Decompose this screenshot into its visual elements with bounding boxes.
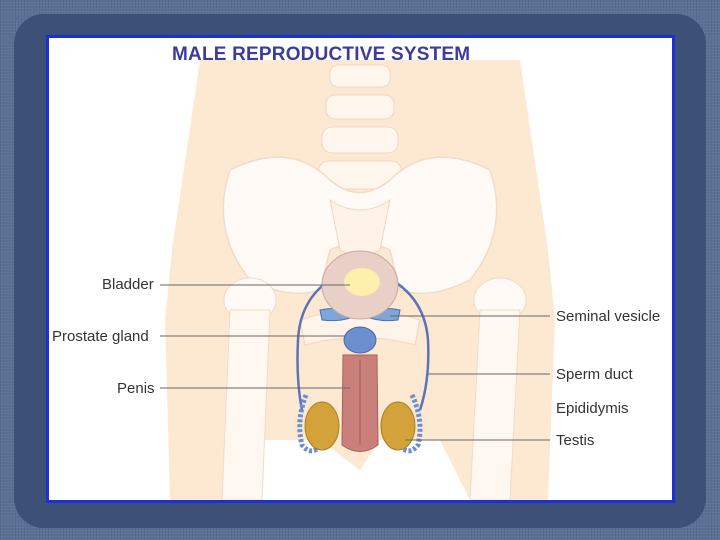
label-sperm-duct: Sperm duct bbox=[556, 366, 633, 383]
right-femur bbox=[469, 309, 521, 500]
label-penis: Penis bbox=[117, 380, 155, 397]
label-bladder: Bladder bbox=[102, 276, 154, 293]
label-testis: Testis bbox=[556, 432, 595, 449]
label-prostate-gland: Prostate gland bbox=[52, 328, 149, 345]
prostate-gland bbox=[343, 326, 377, 354]
left-femur bbox=[221, 309, 271, 500]
label-epididymis: Epididymis bbox=[556, 400, 629, 417]
label-seminal-vesicle: Seminal vesicle bbox=[556, 308, 661, 325]
testis-right bbox=[380, 401, 416, 451]
anatomy-illustration bbox=[160, 60, 555, 500]
diagram-title: MALE REPRODUCTIVE SYSTEM bbox=[172, 44, 471, 65]
leader-lines bbox=[160, 284, 550, 441]
epididymis-right bbox=[400, 393, 423, 454]
spine bbox=[317, 64, 403, 190]
testis-left bbox=[304, 401, 340, 451]
epididymis-left bbox=[297, 394, 320, 454]
sperm-duct-left bbox=[296, 278, 331, 411]
sperm-duct-right bbox=[391, 278, 430, 411]
